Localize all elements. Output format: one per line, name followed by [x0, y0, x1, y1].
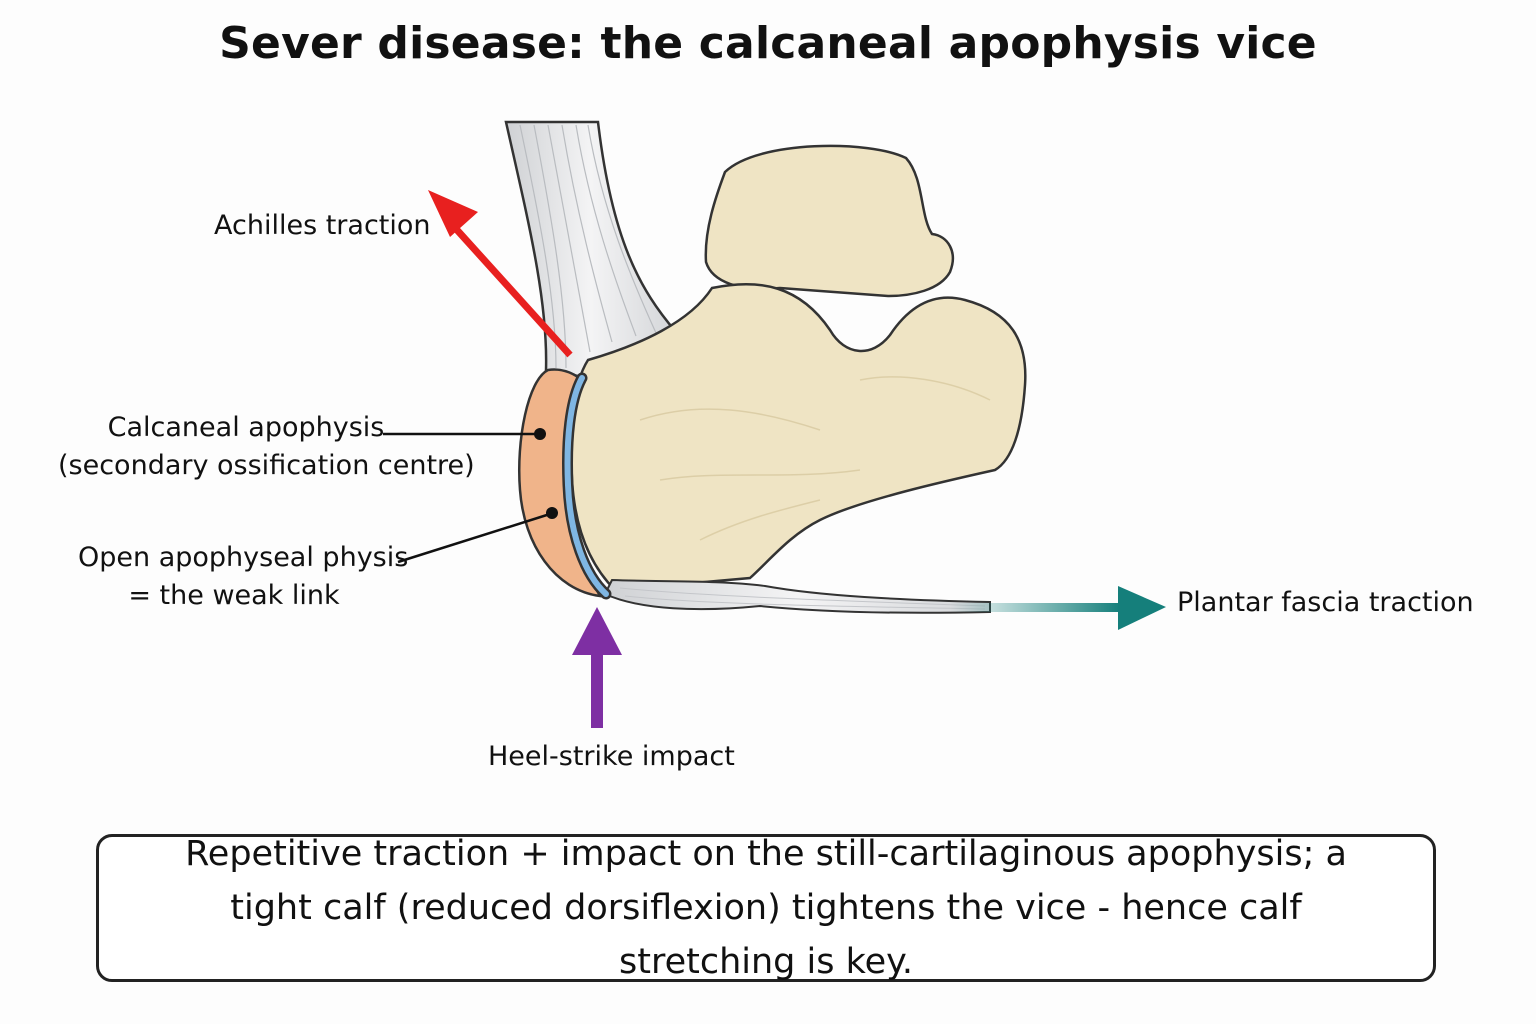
achilles-tendon — [504, 120, 679, 378]
heel-strike-impact-arrow — [572, 607, 622, 728]
summary-box: Repetitive traction + impact on the stil… — [96, 834, 1436, 982]
physis-label-line2: = the weak link — [128, 580, 340, 611]
plantar-traction-arrow — [950, 586, 1166, 630]
page-title: Sever disease: the calcaneal apophysis v… — [219, 18, 1317, 69]
physis-label: Open apophyseal physis = the weak link — [78, 539, 409, 615]
summary-text: Repetitive traction + impact on the stil… — [185, 834, 1347, 982]
physis-label-line1: Open apophyseal physis — [78, 542, 409, 573]
heel-strike-label: Heel-strike impact — [488, 741, 735, 772]
plantar-fascia-traction-label: Plantar fascia traction — [1177, 587, 1474, 618]
achilles-traction-arrow — [428, 190, 573, 358]
calcaneus-bone — [570, 282, 1027, 592]
talus-bone — [704, 144, 955, 298]
achilles-traction-label: Achilles traction — [214, 210, 431, 241]
apophyseal-physis — [562, 372, 612, 600]
apophysis-label-line2: (secondary ossification centre) — [58, 450, 475, 481]
apophysis-label: Calcaneal apophysis (secondary ossificat… — [58, 409, 475, 485]
apophysis-leader-line — [383, 428, 546, 440]
plantar-fascia — [603, 578, 991, 614]
physis-leader-line — [397, 507, 558, 564]
apophysis-label-line1: Calcaneal apophysis — [107, 412, 385, 443]
